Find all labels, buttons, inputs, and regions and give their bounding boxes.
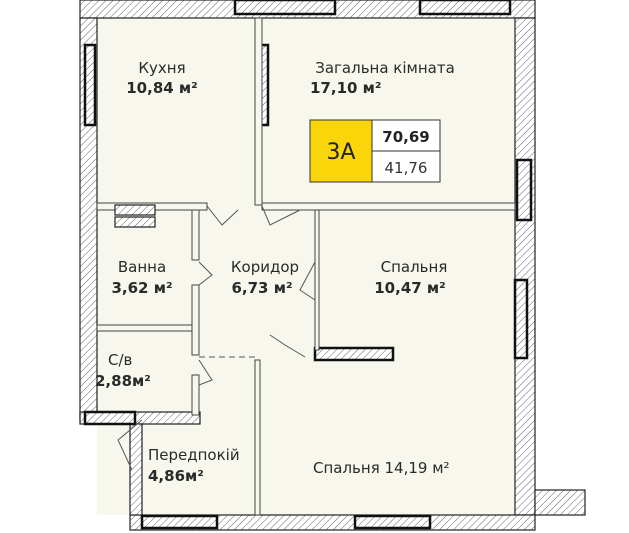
doors: [117, 205, 316, 471]
kitchen-name: Кухня: [138, 59, 185, 77]
bathroom-name: Ванна: [118, 258, 166, 276]
bedroom2-label: Спальня 14,19 м²: [313, 459, 450, 477]
hallway-name: Передпокій: [148, 446, 240, 464]
apartment-type: 3А: [326, 140, 355, 165]
bedroom1-name: Спальня: [381, 258, 448, 276]
corridor-area: 6,73 м²: [231, 279, 292, 297]
kitchen-area: 10,84 м²: [126, 79, 198, 97]
toilet-name: С/в: [108, 351, 132, 369]
toilet-area: 2,88м²: [95, 372, 151, 390]
apartment-tag: 3А 70,69 41,76: [309, 119, 441, 183]
bathroom-area: 3,62 м²: [111, 279, 172, 297]
living-area: 41,76: [385, 159, 428, 177]
room-floors: [97, 18, 515, 515]
corridor-name: Коридор: [231, 258, 299, 276]
partitions: [96, 17, 516, 516]
room-labels: Кухня 10,84 м² Загальна кімната 17,10 м²…: [95, 59, 455, 485]
total-area: 70,69: [382, 128, 429, 146]
living-room-name: Загальна кімната: [315, 59, 455, 77]
living-room-area: 17,10 м²: [310, 79, 382, 97]
bedroom1-area: 10,47 м²: [374, 279, 446, 297]
windows: [83, 0, 533, 530]
hallway-area: 4,86м²: [148, 467, 204, 485]
